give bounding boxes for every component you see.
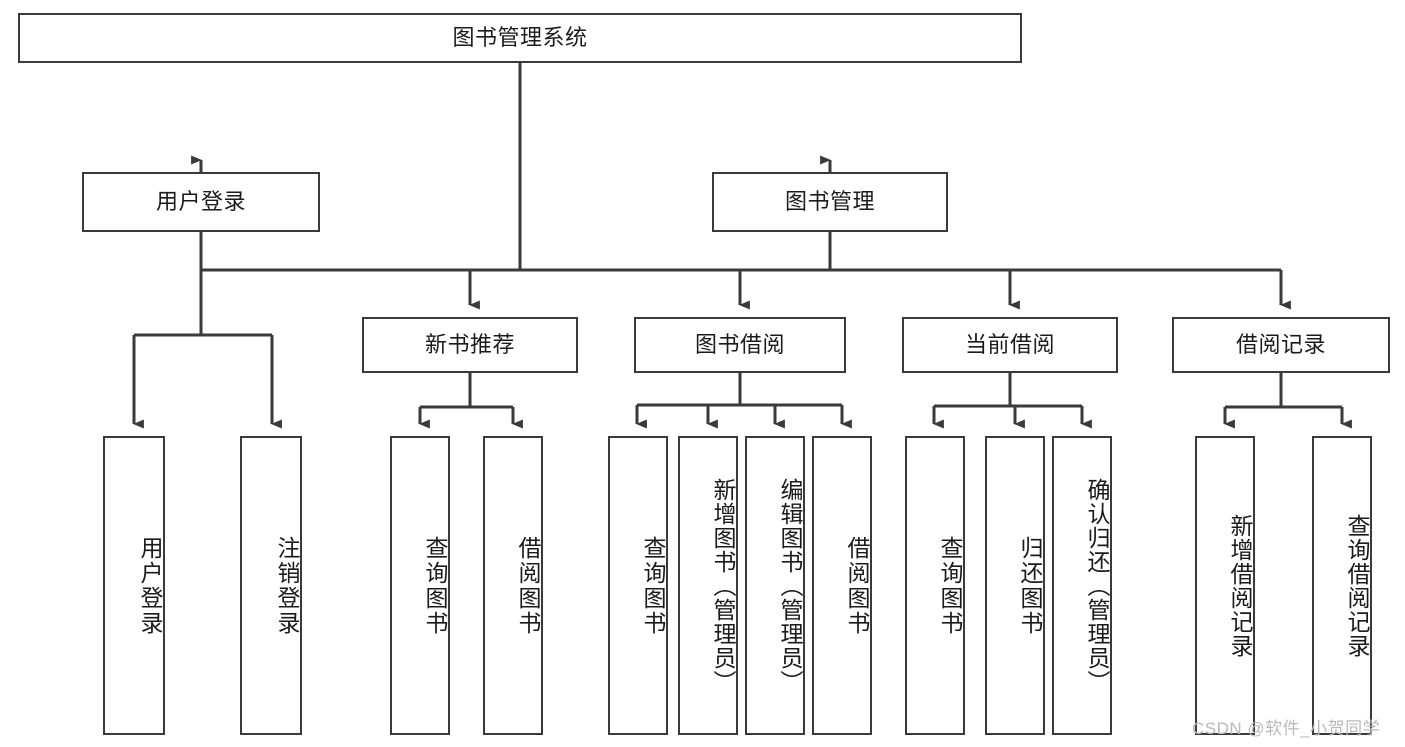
leaf-logout[interactable]: 注销登录: [240, 436, 302, 735]
node-current-borrow-label: 当前借阅: [964, 332, 1055, 358]
leaf-add-borrow-record[interactable]: 新增借阅记录: [1195, 436, 1255, 735]
leaf-confirm-return-admin[interactable]: 确认归还（管理员）: [1052, 436, 1112, 735]
node-book-management-label: 图书管理: [784, 189, 875, 215]
leaf-user-login-label: 用户登录: [137, 535, 163, 636]
csdn-watermark: CSDN @软件_小贺同学: [1192, 719, 1381, 738]
leaf-return-book-label: 归还图书: [1017, 535, 1043, 636]
leaf-logout-label: 注销登录: [274, 535, 300, 636]
node-new-book-recommend-label: 新书推荐: [424, 332, 515, 358]
leaf-query-book[interactable]: 查询图书: [608, 436, 668, 735]
node-user-login[interactable]: 用户登录: [82, 172, 320, 232]
leaf-add-book-admin[interactable]: 新增图书（管理员）: [678, 436, 738, 735]
node-new-book-recommend[interactable]: 新书推荐: [362, 317, 578, 373]
leaf-query-borrow-record[interactable]: 查询借阅记录: [1312, 436, 1372, 735]
node-root[interactable]: 图书管理系统: [18, 13, 1022, 63]
node-user-login-label: 用户登录: [155, 189, 246, 215]
leaf-confirm-return-admin-label: 确认归还（管理员）: [1084, 477, 1110, 694]
leaf-query-book-current-label: 查询图书: [937, 535, 963, 636]
node-book-management[interactable]: 图书管理: [712, 172, 948, 232]
leaf-borrow-book-label: 借阅图书: [844, 535, 870, 636]
leaf-query-book-current[interactable]: 查询图书: [905, 436, 965, 735]
node-book-borrow[interactable]: 图书借阅: [634, 317, 846, 373]
leaf-query-book-recommend[interactable]: 查询图书: [390, 436, 450, 735]
leaf-edit-book-admin-label: 编辑图书（管理员）: [777, 477, 803, 694]
node-root-label: 图书管理系统: [452, 25, 588, 51]
node-book-borrow-label: 图书借阅: [694, 332, 785, 358]
node-borrow-record-label: 借阅记录: [1235, 332, 1326, 358]
leaf-borrow-book[interactable]: 借阅图书: [812, 436, 872, 735]
leaf-query-borrow-record-label: 查询借阅记录: [1344, 513, 1370, 658]
node-current-borrow[interactable]: 当前借阅: [902, 317, 1118, 373]
leaf-add-book-admin-label: 新增图书（管理员）: [710, 477, 736, 694]
leaf-edit-book-admin[interactable]: 编辑图书（管理员）: [745, 436, 805, 735]
leaf-add-borrow-record-label: 新增借阅记录: [1227, 513, 1253, 658]
leaf-query-book-label: 查询图书: [640, 535, 666, 636]
leaf-user-login[interactable]: 用户登录: [103, 436, 165, 735]
leaf-borrow-book-recommend-label: 借阅图书: [515, 535, 541, 636]
node-borrow-record[interactable]: 借阅记录: [1172, 317, 1390, 373]
leaf-return-book[interactable]: 归还图书: [985, 436, 1045, 735]
leaf-query-book-recommend-label: 查询图书: [422, 535, 448, 636]
leaf-borrow-book-recommend[interactable]: 借阅图书: [483, 436, 543, 735]
